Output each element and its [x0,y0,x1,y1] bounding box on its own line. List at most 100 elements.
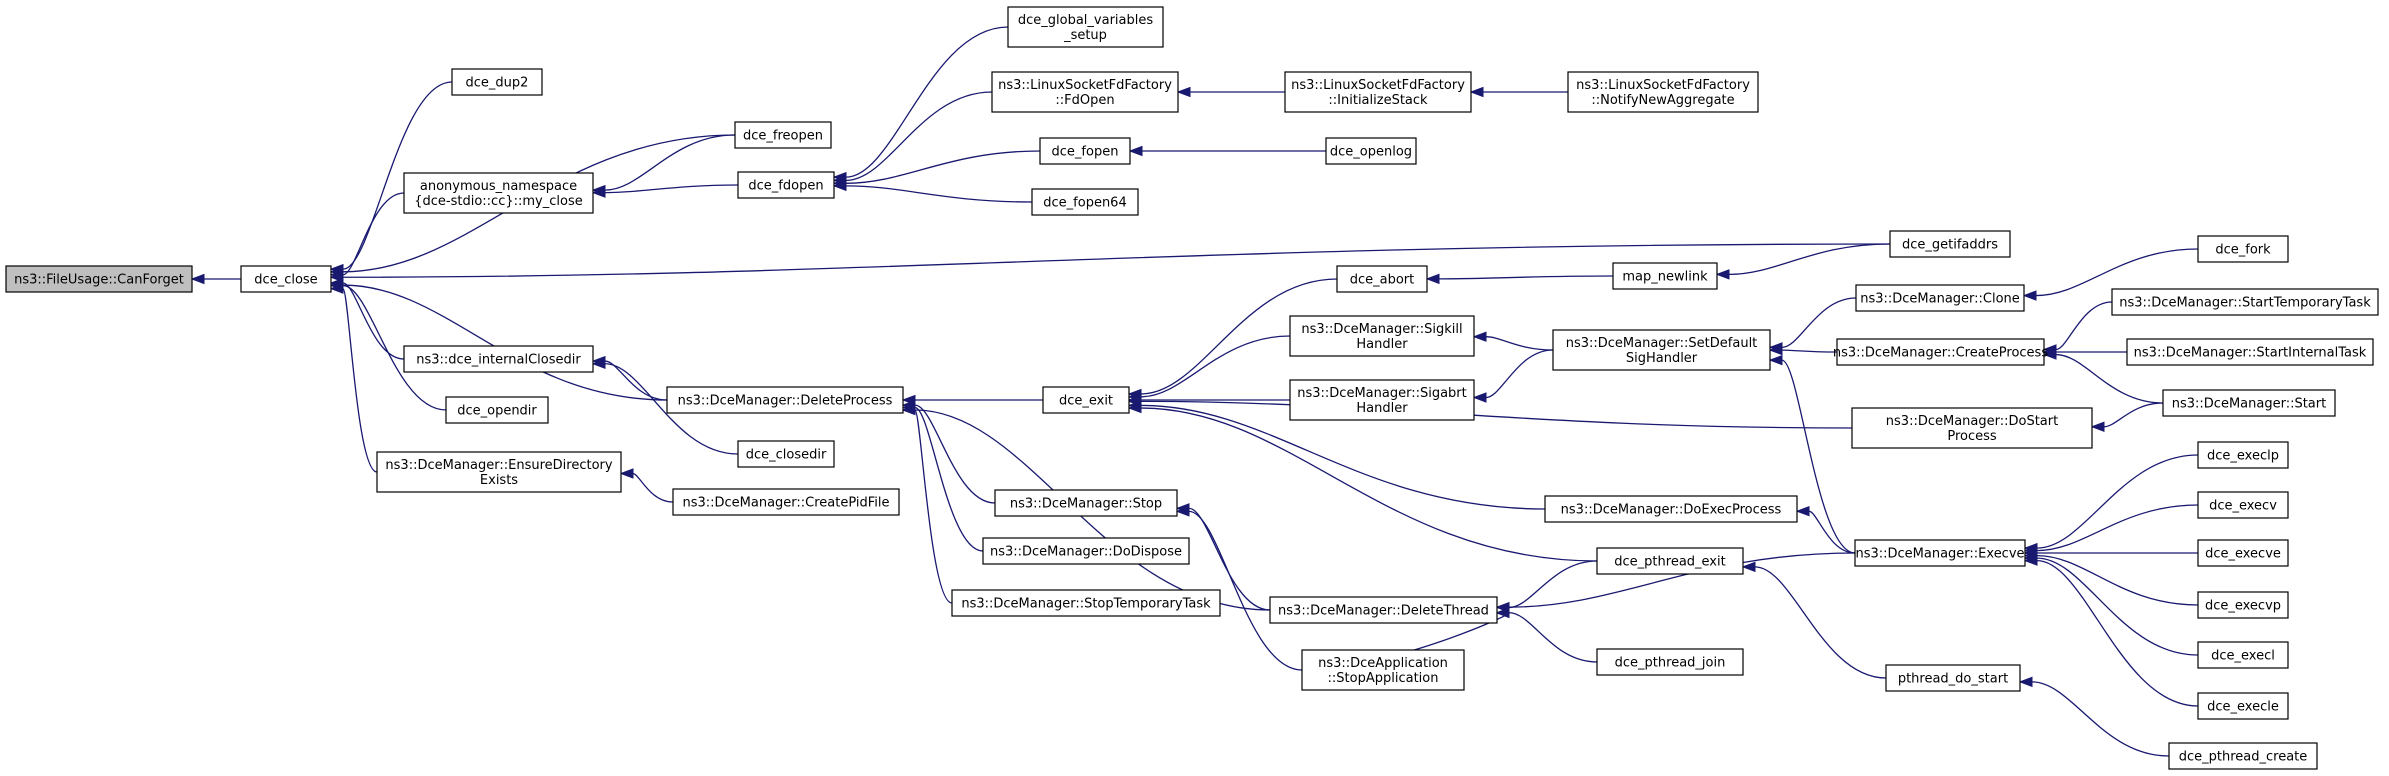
edge-globalVars-to-dce_fdopen [832,26,1009,183]
node-doExecProcess[interactable]: ns3::DceManager::DoExecProcess [1544,495,1798,523]
node-clone[interactable]: ns3::DceManager::Clone [1855,284,2025,312]
node-deleteThread[interactable]: ns3::DceManager::DeleteThread [1269,596,1498,624]
node-label: dce_closedir [746,448,827,463]
node-stopApplication[interactable]: ns3::DceApplication::StopApplication [1301,649,1465,691]
node-dce_fopen64[interactable]: dce_fopen64 [1031,188,1139,216]
node-box [2197,235,2289,263]
edge-execve-to-setDefaultSig [1768,354,1856,554]
node-globalVars[interactable]: dce_global_variables_setup [1007,6,1164,48]
node-start[interactable]: ns3::DceManager::Start [2162,389,2336,417]
node-dce_openlog[interactable]: dce_openlog [1325,137,1417,165]
edge-line [2103,402,2164,428]
node-createPidFile[interactable]: ns3::DceManager::CreatePidFile [672,488,900,516]
node-box [1325,137,1417,165]
node-box [376,451,622,493]
node-label: ns3::DceManager::SetDefault [1566,336,1758,351]
node-label: dce_pthread_create [2179,750,2308,765]
node-dce_fdopen[interactable]: dce_fdopen [737,171,835,199]
node-dce_getifaddrs[interactable]: dce_getifaddrs [1889,230,2011,258]
edge-line [2055,353,2164,404]
node-dce_dup2[interactable]: dce_dup2 [451,68,543,96]
node-box [737,171,835,199]
node-dce_fork[interactable]: dce_fork [2197,235,2289,263]
node-map_newlink[interactable]: map_newlink [1612,262,1718,290]
node-box [672,488,900,516]
node-dce_pthread_exit[interactable]: dce_pthread_exit [1596,547,1744,575]
node-dce_close[interactable]: dce_close [240,265,332,293]
node-box [994,489,1178,517]
node-label: ns3::LinuxSocketFdFactory [998,78,1172,93]
edge-dce_closedir-to-dce_internalClosedir [591,358,739,455]
node-dce_freopen[interactable]: dce_freopen [734,121,832,149]
node-box [240,265,332,293]
node-box [734,121,832,149]
edge-line [1140,335,1291,398]
node-dce_pthread_join[interactable]: dce_pthread_join [1596,648,1744,676]
node-box [2197,591,2289,619]
node-dce_opendir[interactable]: dce_opendir [445,396,549,424]
node-dce_execvp[interactable]: dce_execvp [2197,591,2289,619]
arrowhead-icon [1768,354,1783,366]
node-dce_execl[interactable]: dce_execl [2197,641,2289,669]
edge-line [604,363,739,455]
node-label: pthread_do_start [1898,672,2008,687]
edge-line [845,185,1033,203]
node-canforget[interactable]: ns3::FileUsage::CanForget [5,265,193,293]
edge-dce_pthread_create-to-pthread_do_start [2018,676,2170,757]
edge-line [2036,554,2199,606]
node-label: ns3::dce_internalClosedir [416,353,581,368]
arrowhead-icon [190,273,205,285]
node-label: dce_execl [2211,649,2275,664]
node-dce_execv[interactable]: dce_execv [2197,491,2289,519]
node-deleteProcess[interactable]: ns3::DceManager::DeleteProcess [666,386,904,414]
node-box [666,386,904,414]
node-dce_closedir[interactable]: dce_closedir [737,440,835,468]
node-box [982,537,1190,565]
node-lsfInitStack[interactable]: ns3::LinuxSocketFdFactory::InitializeSta… [1284,71,1472,113]
node-box [2126,338,2374,366]
node-label: _setup [1063,28,1107,43]
node-dce_execve[interactable]: dce_execve [2197,539,2289,567]
node-anon_my_close[interactable]: anonymous_namespace{dce-stdio::cc}::my_c… [403,172,594,214]
edge-line [1508,611,1598,663]
node-doDispose[interactable]: ns3::DceManager::DoDispose [982,537,1190,565]
edge-stopTempTask-to-deleteProcess [901,404,953,604]
node-startTempTask[interactable]: ns3::DceManager::StartTemporaryTask [2111,288,2379,316]
node-lsfNotify[interactable]: ns3::LinuxSocketFdFactory::NotifyNewAggr… [1567,71,1759,113]
edge-line [1728,243,1891,276]
edge-line [604,184,739,194]
node-label: dce_opendir [457,404,537,419]
edge-start-to-createProcess [2042,349,2164,404]
node-dce_internalClosedir[interactable]: ns3::dce_internalClosedir [403,345,594,373]
node-box [1885,664,2021,692]
edge-line [1508,552,1856,608]
node-dce_fopen[interactable]: dce_fopen [1039,137,1131,165]
edge-dce_getifaddrs-to-map_newlink [1715,243,1891,280]
arrowhead-icon [1425,273,1440,285]
edge-line [845,150,1041,184]
node-pthread_do_start[interactable]: pthread_do_start [1885,664,2021,692]
edge-line [2036,557,2199,656]
node-dce_abort[interactable]: dce_abort [1336,265,1428,293]
node-label: ns3::DceManager::DeleteProcess [678,394,893,409]
node-stopTempTask[interactable]: ns3::DceManager::StopTemporaryTask [951,589,1221,617]
node-dce_exit[interactable]: dce_exit [1042,386,1130,414]
edge-dce_openlog-to-dce_fopen [1128,145,1326,157]
node-lsfFdOpen[interactable]: ns3::LinuxSocketFdFactory::FdOpen [991,71,1179,113]
node-execve[interactable]: ns3::DceManager::Execve [1854,539,2026,567]
node-dce_execlp[interactable]: dce_execlp [2197,441,2289,469]
node-dce_execle[interactable]: dce_execle [2197,692,2289,720]
node-createProcess[interactable]: ns3::DceManager::CreateProcess [1833,338,2048,366]
node-box [737,440,835,468]
node-stop[interactable]: ns3::DceManager::Stop [994,489,1178,517]
node-startInternalTask[interactable]: ns3::DceManager::StartInternalTask [2126,338,2374,366]
node-label: Handler [1356,401,1408,416]
node-dce_pthread_create[interactable]: dce_pthread_create [2168,742,2318,770]
node-label: dce_execlp [2207,449,2279,464]
